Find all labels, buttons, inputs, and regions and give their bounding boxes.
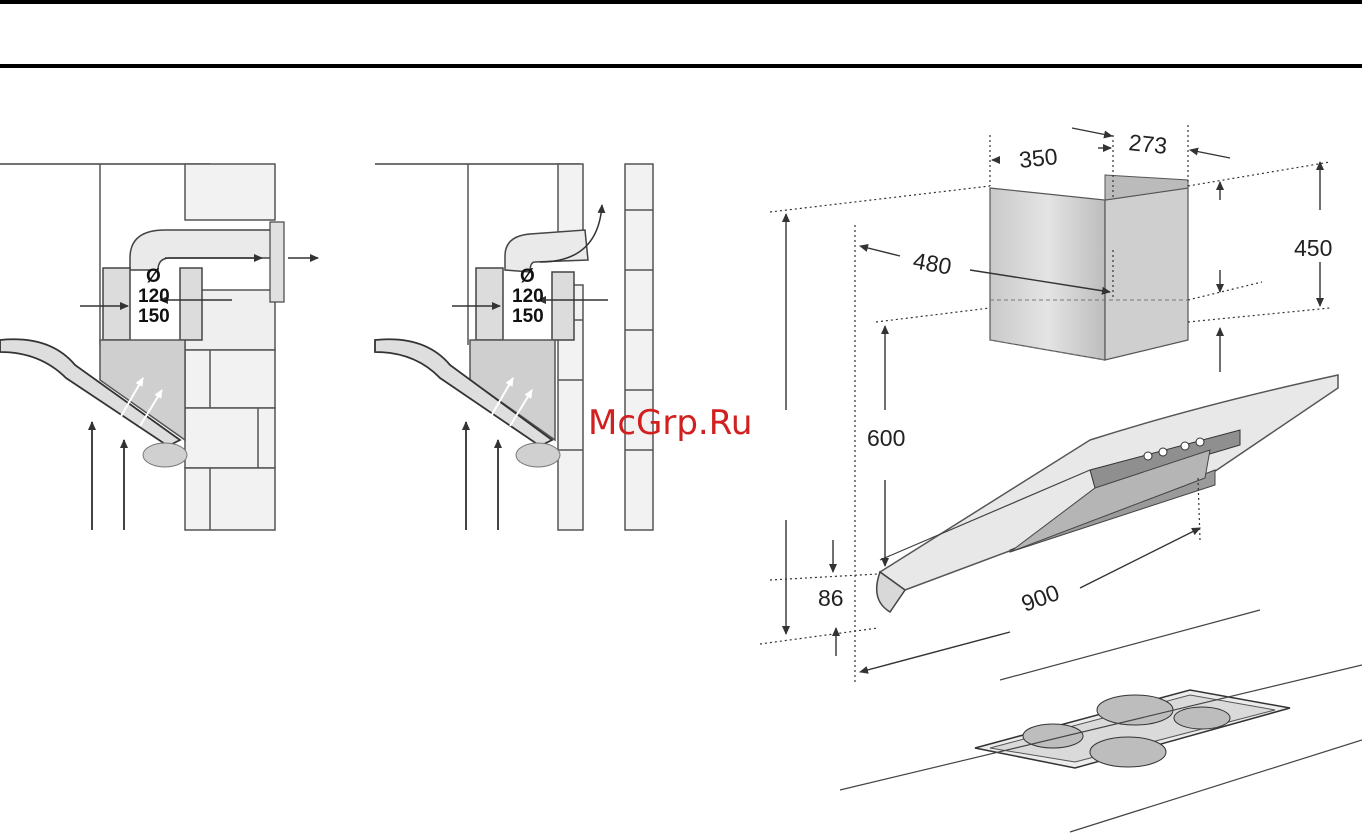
middle-duct-120-label: 120 [512,286,544,307]
middle-diameter-symbol: Ø [520,266,535,287]
brick-wall-left [185,164,275,530]
dimension-350: 350 [1018,143,1059,173]
dimension-480: 480 [911,247,953,279]
middle-duct-150-label: 150 [512,306,544,327]
dimension-450: 450 [1294,235,1332,261]
middle-venting-diagram: Ø 120 150 [375,160,655,532]
left-venting-diagram: Ø 120 150 [0,160,318,532]
watermark-text: McGrp.Ru [588,403,752,443]
dimension-86: 86 [818,585,844,611]
dimension-600: 600 [867,425,905,451]
dimension-900: 900 [1018,579,1063,617]
left-duct-120-label: 120 [138,286,170,307]
cooktop [840,610,1362,832]
left-diameter-symbol: Ø [146,266,161,287]
hood-dimensions-diagram: 350 273 450 480 600 86 900 [760,125,1362,832]
dimension-273: 273 [1127,129,1168,159]
left-duct-150-label: 150 [138,306,170,327]
